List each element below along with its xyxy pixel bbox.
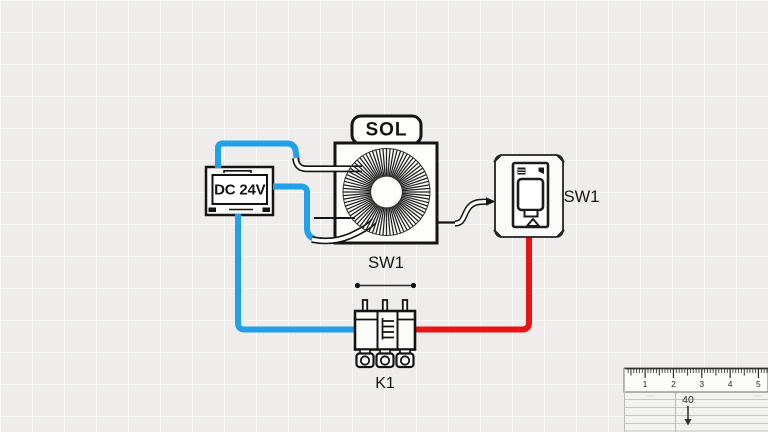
switch-tab xyxy=(523,209,539,218)
wire-blue-mid xyxy=(273,183,316,242)
switch-flag-icon xyxy=(538,167,544,174)
ruler-number: 1 xyxy=(642,378,648,389)
relay-coil-symbol xyxy=(381,318,394,340)
relay-k1 xyxy=(353,282,417,369)
wire-red xyxy=(414,236,532,333)
ruler-number: 4 xyxy=(727,378,733,389)
power-supply-terminal xyxy=(262,207,270,212)
ruler-number: 2 xyxy=(671,378,676,389)
ruler-number: 3 xyxy=(699,378,705,389)
solenoid-tag-label: SOL xyxy=(365,119,408,141)
power-supply-label: DC 24V xyxy=(214,181,266,198)
switch-grille-icon xyxy=(517,167,526,175)
solenoid-ref-label: SW1 xyxy=(368,253,404,272)
ruler-number: 5 xyxy=(756,378,761,389)
wires xyxy=(215,140,532,333)
power-supply xyxy=(204,165,275,217)
ruler-notepad xyxy=(624,392,768,432)
relay-feet xyxy=(355,348,415,369)
measurement-ruler xyxy=(623,367,768,432)
switch-sw1 xyxy=(493,154,565,238)
wire-blue-top xyxy=(215,140,300,168)
switch-paddle xyxy=(516,177,545,212)
power-supply-label-plate xyxy=(211,174,268,205)
relay-body xyxy=(353,309,417,351)
switch-triangle-icon xyxy=(526,218,540,227)
lead-arrowhead-icon xyxy=(486,197,496,206)
ruler-ticks xyxy=(627,368,768,378)
wire-blue-bottom xyxy=(235,214,357,333)
ruler-annotation: 40 xyxy=(682,393,694,406)
power-supply-terminal xyxy=(208,207,216,212)
switch-corner-marks xyxy=(493,154,565,238)
switch-ref-label: SW1 xyxy=(563,187,600,206)
sheathed-leads xyxy=(292,157,487,245)
solenoid-coil xyxy=(342,148,431,236)
relay-ref-label: K1 xyxy=(375,374,395,392)
